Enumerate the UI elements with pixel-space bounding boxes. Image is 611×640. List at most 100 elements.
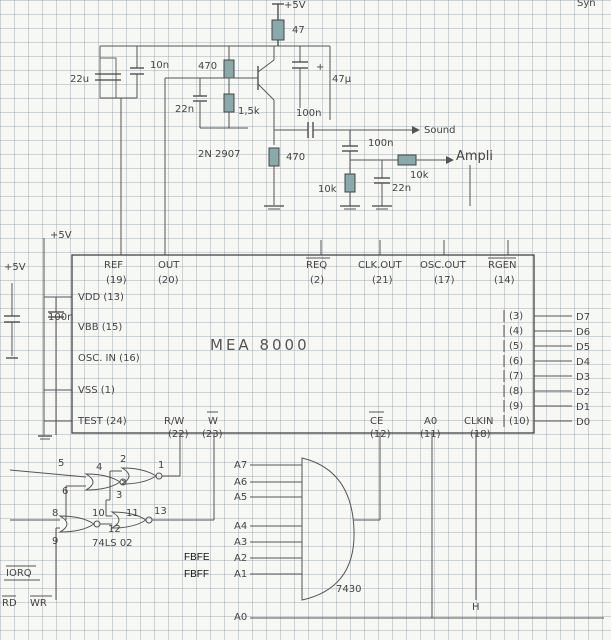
address-line-label: A5 <box>234 492 247 503</box>
capacitor-coupling <box>274 122 420 138</box>
pin-clkout-num: (21) <box>372 275 393 286</box>
left-supply-rail <box>4 283 20 359</box>
chip-name: MEA 8000 <box>210 336 310 354</box>
ground-symbol-2 <box>340 205 360 210</box>
iorq-label: IORQ <box>6 568 32 579</box>
data-line-label: D4 <box>576 357 590 368</box>
bottom-pins: R/W (22) W (23) CE (12) A0 (11) CLKIN (1… <box>164 411 494 440</box>
ground-symbol-1 <box>264 205 284 210</box>
pin-ref-num: (19) <box>106 275 127 286</box>
capacitor-100n-b <box>342 145 358 160</box>
address-line-label: A6 <box>234 477 247 488</box>
pin-vdd: VDD (13) <box>78 292 124 303</box>
nor-part-label: 74LS 02 <box>92 538 133 549</box>
capacitor-10n <box>100 46 144 255</box>
sound-output-label: Sound <box>424 125 456 136</box>
right-pin-num: (3) <box>509 311 523 322</box>
pin-rgen-num: (14) <box>494 275 515 286</box>
wr-label: WR <box>30 598 47 609</box>
pin-rw-num: (22) <box>168 429 189 440</box>
top-pins: REF (19) OUT (20) REQ (2) CLK.OUT (21) O… <box>104 257 517 286</box>
resistor-1k5 <box>223 93 235 113</box>
r10k-b-label: 10k <box>410 170 429 181</box>
pin-w-num: (23) <box>202 429 223 440</box>
data-line-label: D6 <box>576 327 590 338</box>
c100n-a-label: 100n <box>296 108 321 119</box>
c100n-b-label: 100n <box>368 138 393 149</box>
pin-clkout: CLK.OUT <box>358 260 402 271</box>
gate-pin-number: 6 <box>62 486 68 497</box>
address-fbff: FBFF <box>184 569 209 580</box>
r470-low-label: 470 <box>286 152 305 163</box>
resistor-10k-a <box>344 173 356 193</box>
address-line-label: A1 <box>234 569 247 580</box>
right-pin-num: (8) <box>509 386 523 397</box>
nor-gate-2 <box>120 467 163 485</box>
pin-req: REQ <box>306 260 327 271</box>
gate-wiring <box>9 433 215 600</box>
left-pins: VDD (13) VBB (15) OSC. IN (16) VSS (1) T… <box>77 292 140 427</box>
r1k5-label: 1,5k <box>238 106 260 117</box>
address-line-label: A2 <box>234 553 247 564</box>
a0-line-label: A0 <box>234 612 247 623</box>
pin-clkin: CLKIN <box>464 416 494 427</box>
pin-rw: R/W <box>164 416 184 427</box>
data-line-label: D5 <box>576 342 590 353</box>
resistor-470-top <box>223 59 235 79</box>
mea8000-chip <box>71 254 535 434</box>
pin-out-num: (20) <box>158 275 179 286</box>
gate-pin-number: 11 <box>126 508 139 519</box>
address-line-label: A7 <box>234 460 247 471</box>
gate-pin-number: 9 <box>52 536 58 547</box>
capacitor-22n-b <box>372 160 392 210</box>
supply2-label: +5V <box>50 230 72 241</box>
right-pins: (3)(4)(5)(6)(7)(8)(9)(10) <box>503 310 530 427</box>
gate-pin-number: 13 <box>154 506 167 517</box>
ampli-output-label: Ampli <box>456 149 493 164</box>
gate-pin-number: 12 <box>108 524 121 535</box>
pin-ref: REF <box>104 260 123 271</box>
r470-top-label: 470 <box>198 61 217 72</box>
r10k-a-label: 10k <box>318 184 337 195</box>
right-pin-num: (6) <box>509 356 523 367</box>
c47u-label: 47µ <box>332 74 352 85</box>
right-pin-num: (5) <box>509 341 523 352</box>
capacitor-47u <box>292 46 308 108</box>
plus-sign: + <box>316 62 324 73</box>
pin-req-num: (2) <box>310 275 324 286</box>
gate-pin-number: 8 <box>52 508 58 519</box>
gate-pin-number: 4 <box>96 462 102 473</box>
corner-label: Syn <box>577 0 596 9</box>
resistor-10k-b <box>397 154 417 166</box>
pin-rgen: RGEN <box>488 260 517 271</box>
pin-oscout: OSC.OUT <box>420 260 467 271</box>
and-chip-label: 7430 <box>336 584 361 595</box>
pin-ce: CE <box>370 416 383 427</box>
c100n-vdd-label: 100n <box>48 312 73 323</box>
capacitor-100n-vdd <box>48 297 64 435</box>
data-line-label: D2 <box>576 387 590 398</box>
nor-gate-1 <box>84 473 127 491</box>
pin-a0: A0 <box>424 416 437 427</box>
pin-oscout-num: (17) <box>434 275 455 286</box>
right-pin-num: (9) <box>509 401 523 412</box>
data-line-label: D3 <box>576 372 590 383</box>
right-pin-num: (10) <box>509 416 530 427</box>
resistor-470-low <box>268 147 280 167</box>
capacitor-22u-left <box>95 57 121 99</box>
transistor-label: 2N 2907 <box>198 149 240 160</box>
address-line-label: A3 <box>234 537 247 548</box>
r47-label: 47 <box>292 25 305 36</box>
right-pin-num: (7) <box>509 371 523 382</box>
pin-clkin-num: (18) <box>470 429 491 440</box>
rd-label: RD <box>2 598 17 609</box>
pin-vbb: VBB (15) <box>78 322 122 333</box>
data-line-label: D1 <box>576 402 590 413</box>
capacitor-22n <box>193 78 248 129</box>
supply2-rail <box>38 238 72 440</box>
c22n-label: 22n <box>175 104 194 115</box>
gate-pin-number: 10 <box>92 508 105 519</box>
